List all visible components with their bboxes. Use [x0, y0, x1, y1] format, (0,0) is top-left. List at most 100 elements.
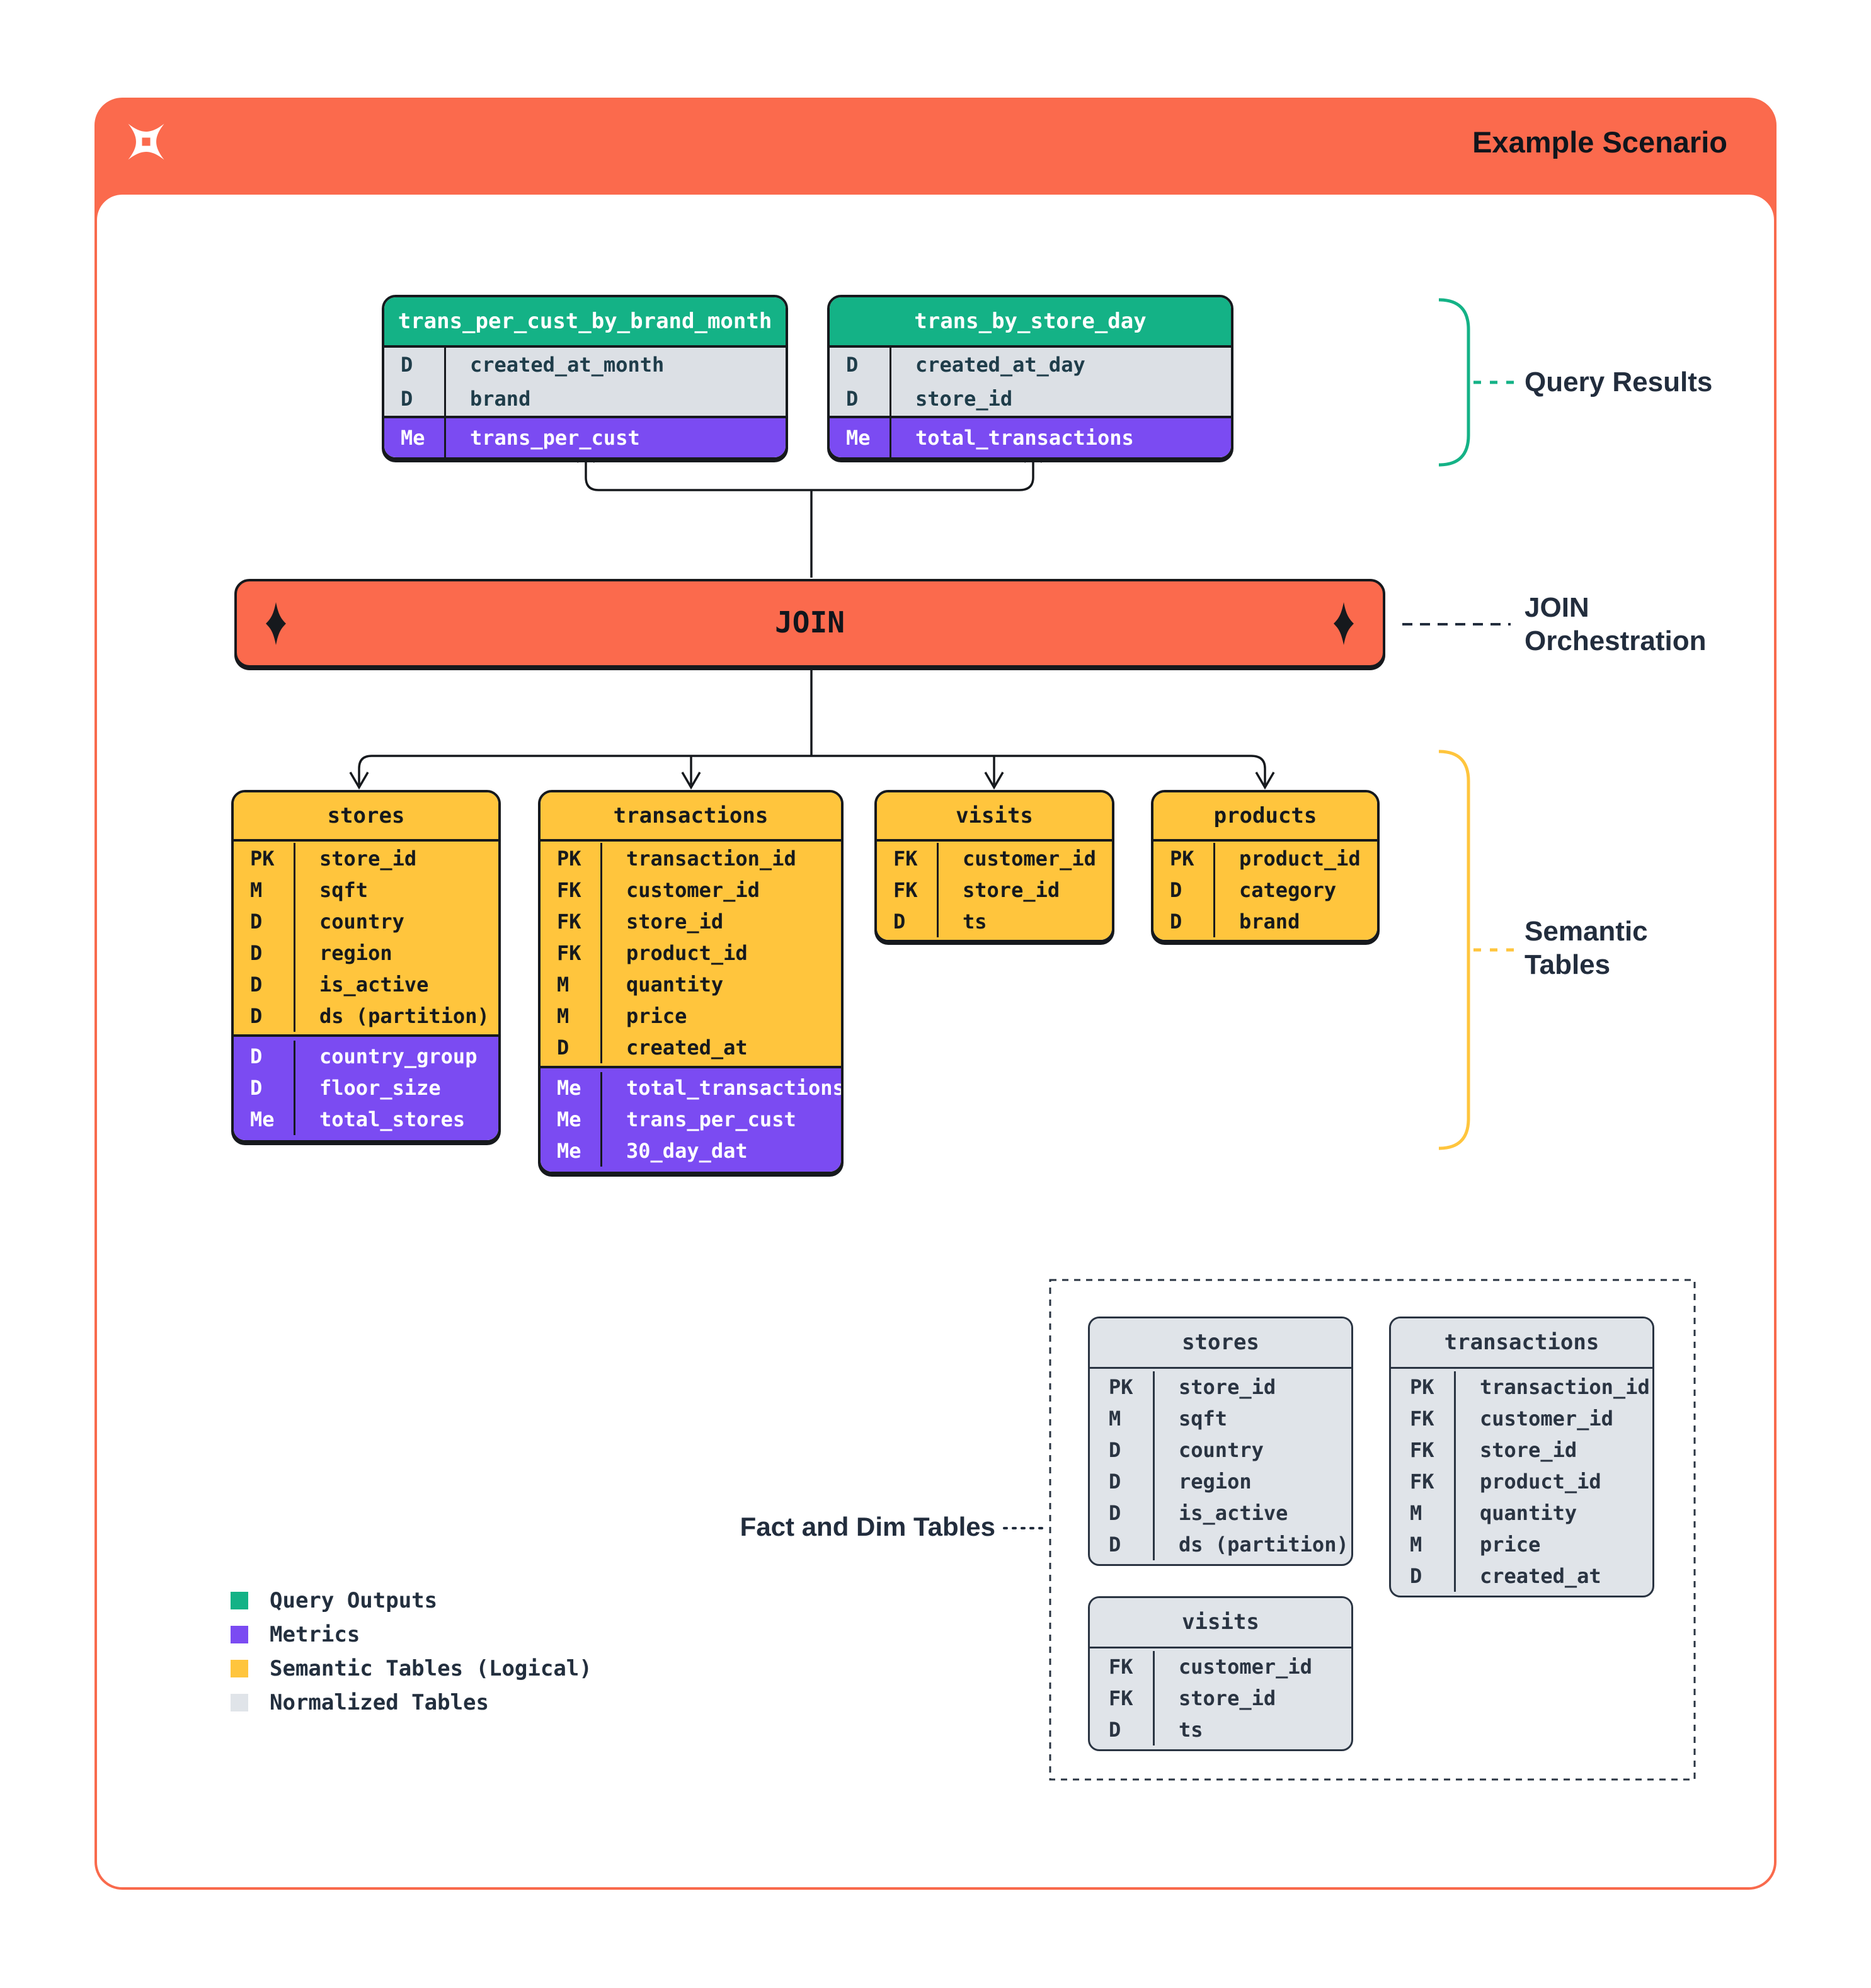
row-name: 30_day_dat	[600, 1135, 841, 1167]
row-name: store_id	[600, 906, 841, 937]
row-key: M	[557, 1004, 569, 1028]
row-name: total_transactions	[600, 1072, 841, 1104]
metric-row: Me trans_per_cust	[384, 416, 786, 457]
row-key: PK	[1170, 847, 1194, 871]
row-name: country_group	[294, 1041, 498, 1072]
row-name: customer_id	[1153, 1651, 1351, 1682]
row-name: product_id	[1213, 843, 1377, 874]
table-title: transactions	[1391, 1318, 1652, 1369]
row-key: D	[1170, 910, 1182, 934]
row-key: PK	[557, 847, 581, 871]
row-name: floor_size	[294, 1072, 498, 1104]
row-key: D	[250, 1044, 263, 1068]
gray-swatch-icon	[231, 1694, 248, 1711]
row-name: store_id	[1153, 1371, 1351, 1403]
row-key: M	[250, 878, 263, 902]
row-name: created_at_month	[444, 348, 786, 382]
row-key: D	[846, 387, 859, 411]
query-results-label: Query Results	[1525, 367, 1713, 397]
row-name: sqft	[294, 874, 498, 906]
row-key: FK	[1410, 1407, 1434, 1431]
row-name: trans_per_cust	[600, 1104, 841, 1135]
row-name: price	[600, 1000, 841, 1032]
legend-label: Query Outputs	[270, 1588, 438, 1613]
row-key: Me	[557, 1107, 581, 1131]
row-key: D	[557, 1036, 569, 1060]
green-swatch-icon	[231, 1592, 248, 1609]
table-title: trans_by_store_day	[830, 297, 1231, 348]
row-key: FK	[893, 847, 918, 871]
semantic-table-transactions: transactions PK transaction_id FK customer…	[538, 790, 844, 1174]
row-key: FK	[1109, 1655, 1133, 1679]
row-name: total_transactions	[890, 418, 1231, 457]
legend-item-normalized-tables: Normalized Tables	[231, 1686, 592, 1720]
row-key: FK	[557, 878, 581, 902]
row-name: ts	[1153, 1714, 1351, 1745]
row-name: country	[294, 906, 498, 937]
row-key: FK	[1109, 1686, 1133, 1710]
legend-label: Normalized Tables	[270, 1690, 489, 1715]
row-key: D	[250, 973, 263, 997]
row-key: D	[1109, 1470, 1121, 1494]
table-title: visits	[877, 792, 1112, 842]
row-name: price	[1454, 1529, 1652, 1560]
table-title: trans_per_cust_by_brand_month	[384, 297, 786, 348]
row-name: region	[294, 937, 498, 969]
row-name: total_stores	[294, 1104, 498, 1135]
row-name: store_id	[294, 843, 498, 874]
row-key: M	[557, 973, 569, 997]
table-row: D store_id	[830, 382, 1231, 416]
table-row: D created_at_day	[830, 348, 1231, 382]
row-name: sqft	[1153, 1403, 1351, 1434]
row-name: product_id	[1454, 1466, 1652, 1497]
row-name: created_at	[1454, 1560, 1652, 1592]
legend-item-metrics: Metrics	[231, 1618, 592, 1652]
row-key: D	[250, 910, 263, 934]
diamond-icon	[266, 602, 286, 645]
row-name: is_active	[294, 969, 498, 1000]
row-name: brand	[1213, 906, 1377, 937]
row-key: FK	[1410, 1470, 1434, 1494]
row-key: Me	[846, 426, 871, 450]
row-key: FK	[893, 878, 918, 902]
table-row: D brand	[384, 382, 786, 416]
row-name: is_active	[1153, 1497, 1351, 1529]
row-name: store_id	[937, 874, 1112, 906]
row-key: D	[1109, 1533, 1121, 1557]
row-name: customer_id	[600, 874, 841, 906]
row-name: quantity	[1454, 1497, 1652, 1529]
join-orchestration-bar: JOIN	[234, 579, 1385, 668]
row-name: store_id	[1153, 1682, 1351, 1714]
table-title: stores	[1090, 1318, 1351, 1369]
row-key: FK	[557, 941, 581, 965]
row-name: country	[1153, 1434, 1351, 1466]
diamond-icon	[1334, 602, 1354, 645]
row-name: ds (partition)	[294, 1000, 498, 1032]
table-title: transactions	[541, 792, 841, 842]
row-name: transaction_id	[600, 843, 841, 874]
legend: Query Outputs Metrics Semantic Tables (L…	[231, 1584, 592, 1720]
legend-item-semantic-tables: Semantic Tables (Logical)	[231, 1652, 592, 1686]
row-key: D	[1109, 1438, 1121, 1462]
row-name: ds (partition)	[1153, 1529, 1351, 1560]
row-key: D	[250, 941, 263, 965]
row-key: D	[401, 353, 413, 377]
row-key: D	[401, 387, 413, 411]
row-key: D	[1410, 1564, 1422, 1588]
row-key: D	[893, 910, 906, 934]
row-name: category	[1213, 874, 1377, 906]
row-key: Me	[250, 1107, 275, 1131]
table-title: visits	[1090, 1598, 1351, 1648]
yellow-swatch-icon	[231, 1660, 248, 1677]
row-name: trans_per_cust	[444, 418, 786, 457]
row-key: D	[250, 1004, 263, 1028]
